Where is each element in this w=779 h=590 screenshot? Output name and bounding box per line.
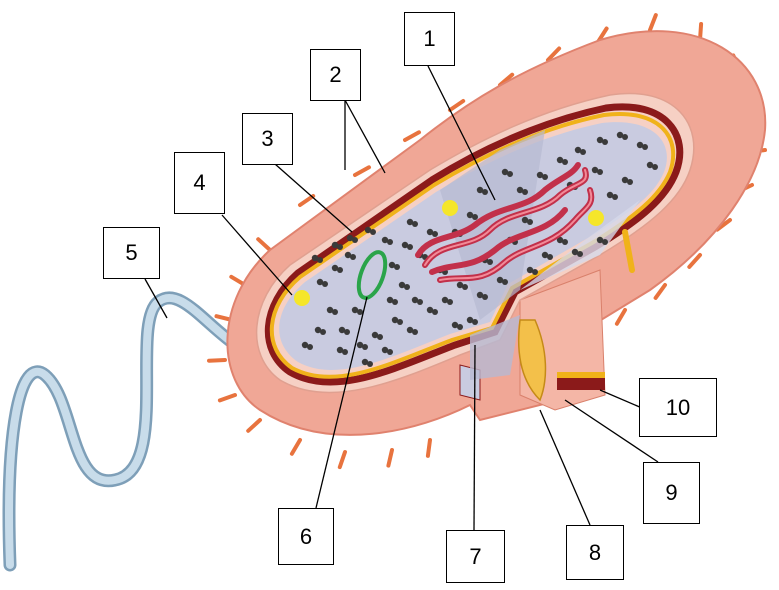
ribosome-dot xyxy=(412,221,418,227)
pilus xyxy=(405,132,419,140)
ribosome-dot xyxy=(602,239,608,245)
ribosome-dot xyxy=(342,349,348,355)
ribosome-dot xyxy=(432,309,438,315)
ribosome-dot xyxy=(447,299,453,305)
ribosome-dot xyxy=(412,329,418,335)
ribosome-dot xyxy=(562,239,568,245)
ribosome-dot xyxy=(580,149,586,155)
pilus xyxy=(292,440,300,454)
ribosome-dot xyxy=(532,269,538,275)
ribosome-dot xyxy=(612,194,618,200)
pilus xyxy=(388,450,392,466)
label-box-10: 10 xyxy=(639,378,717,437)
ribosome-dot xyxy=(417,299,423,305)
ribosome-dot xyxy=(522,189,528,195)
ribosome-dot xyxy=(350,254,356,260)
ribosome-dot xyxy=(387,239,393,245)
ribosome-dot xyxy=(602,139,608,145)
ribosome-dot xyxy=(482,294,488,300)
ribosome-dot xyxy=(597,169,603,175)
ribosome-dot xyxy=(320,329,326,335)
label-box-5: 5 xyxy=(103,227,160,279)
ribosome-dot xyxy=(432,231,438,237)
label-box-3: 3 xyxy=(242,113,293,165)
ribosome-dot xyxy=(562,159,568,165)
label-box-6: 6 xyxy=(278,508,334,565)
flagellum xyxy=(9,298,240,565)
pilus xyxy=(650,15,656,30)
ribosome-dot xyxy=(397,319,403,325)
ribosome-dot xyxy=(357,309,363,315)
ribosome-dot xyxy=(394,264,400,270)
ribosome-dot xyxy=(407,244,413,250)
ribosome-dot xyxy=(370,229,376,235)
ribosome-dot xyxy=(577,251,583,257)
ribosome-dot xyxy=(307,344,313,350)
label-box-1: 1 xyxy=(404,12,455,66)
ribosome-dot xyxy=(337,267,343,273)
ribosome-dot xyxy=(332,309,338,315)
pilus xyxy=(340,452,345,467)
label-box-9: 9 xyxy=(643,462,700,524)
pilus xyxy=(209,360,225,361)
ribosome-dot xyxy=(652,164,658,170)
ribosome-dot xyxy=(352,237,358,243)
ribosome-dot xyxy=(317,257,323,263)
ribosome-dot xyxy=(337,244,343,250)
ribosome-dot xyxy=(377,334,383,340)
pilus xyxy=(656,285,665,298)
pilus xyxy=(617,310,625,324)
granule xyxy=(294,290,310,306)
granule xyxy=(588,210,604,226)
ribosome-dot xyxy=(462,284,468,290)
ribosome-dot xyxy=(622,134,628,140)
pilus xyxy=(258,239,270,250)
ribosome-dot xyxy=(472,214,478,220)
ribosome-dot xyxy=(642,144,648,150)
pilus xyxy=(428,440,430,456)
membrane-layer-edge xyxy=(557,378,605,390)
label-box-2: 2 xyxy=(310,49,361,101)
label-box-4: 4 xyxy=(174,152,225,214)
ribosome-dot xyxy=(502,279,508,285)
pilus xyxy=(300,196,313,205)
ribosome-dot xyxy=(627,179,633,185)
ribosome-dot xyxy=(387,349,393,355)
ribosome-dot xyxy=(344,329,350,335)
pilus xyxy=(220,395,235,400)
label-box-8: 8 xyxy=(566,525,624,580)
ribosome-dot xyxy=(457,324,463,330)
ribosome-dot xyxy=(487,259,493,265)
pilus xyxy=(355,167,369,175)
ribosome-dot xyxy=(472,319,478,325)
ribosome-dot xyxy=(322,281,328,287)
ribosome-dot xyxy=(404,284,410,290)
ribosome-dot xyxy=(367,361,373,367)
ribosome-dot xyxy=(392,299,398,305)
ribosome-dot xyxy=(527,219,533,225)
granule xyxy=(442,200,458,216)
ribosome-dot xyxy=(362,344,368,350)
ribosome-dot xyxy=(547,254,553,260)
pilus xyxy=(248,420,260,431)
ribosome-dot xyxy=(507,171,513,177)
ribosome-dot xyxy=(482,189,488,195)
ribosome-dot xyxy=(542,174,548,180)
label-box-7: 7 xyxy=(446,530,505,583)
